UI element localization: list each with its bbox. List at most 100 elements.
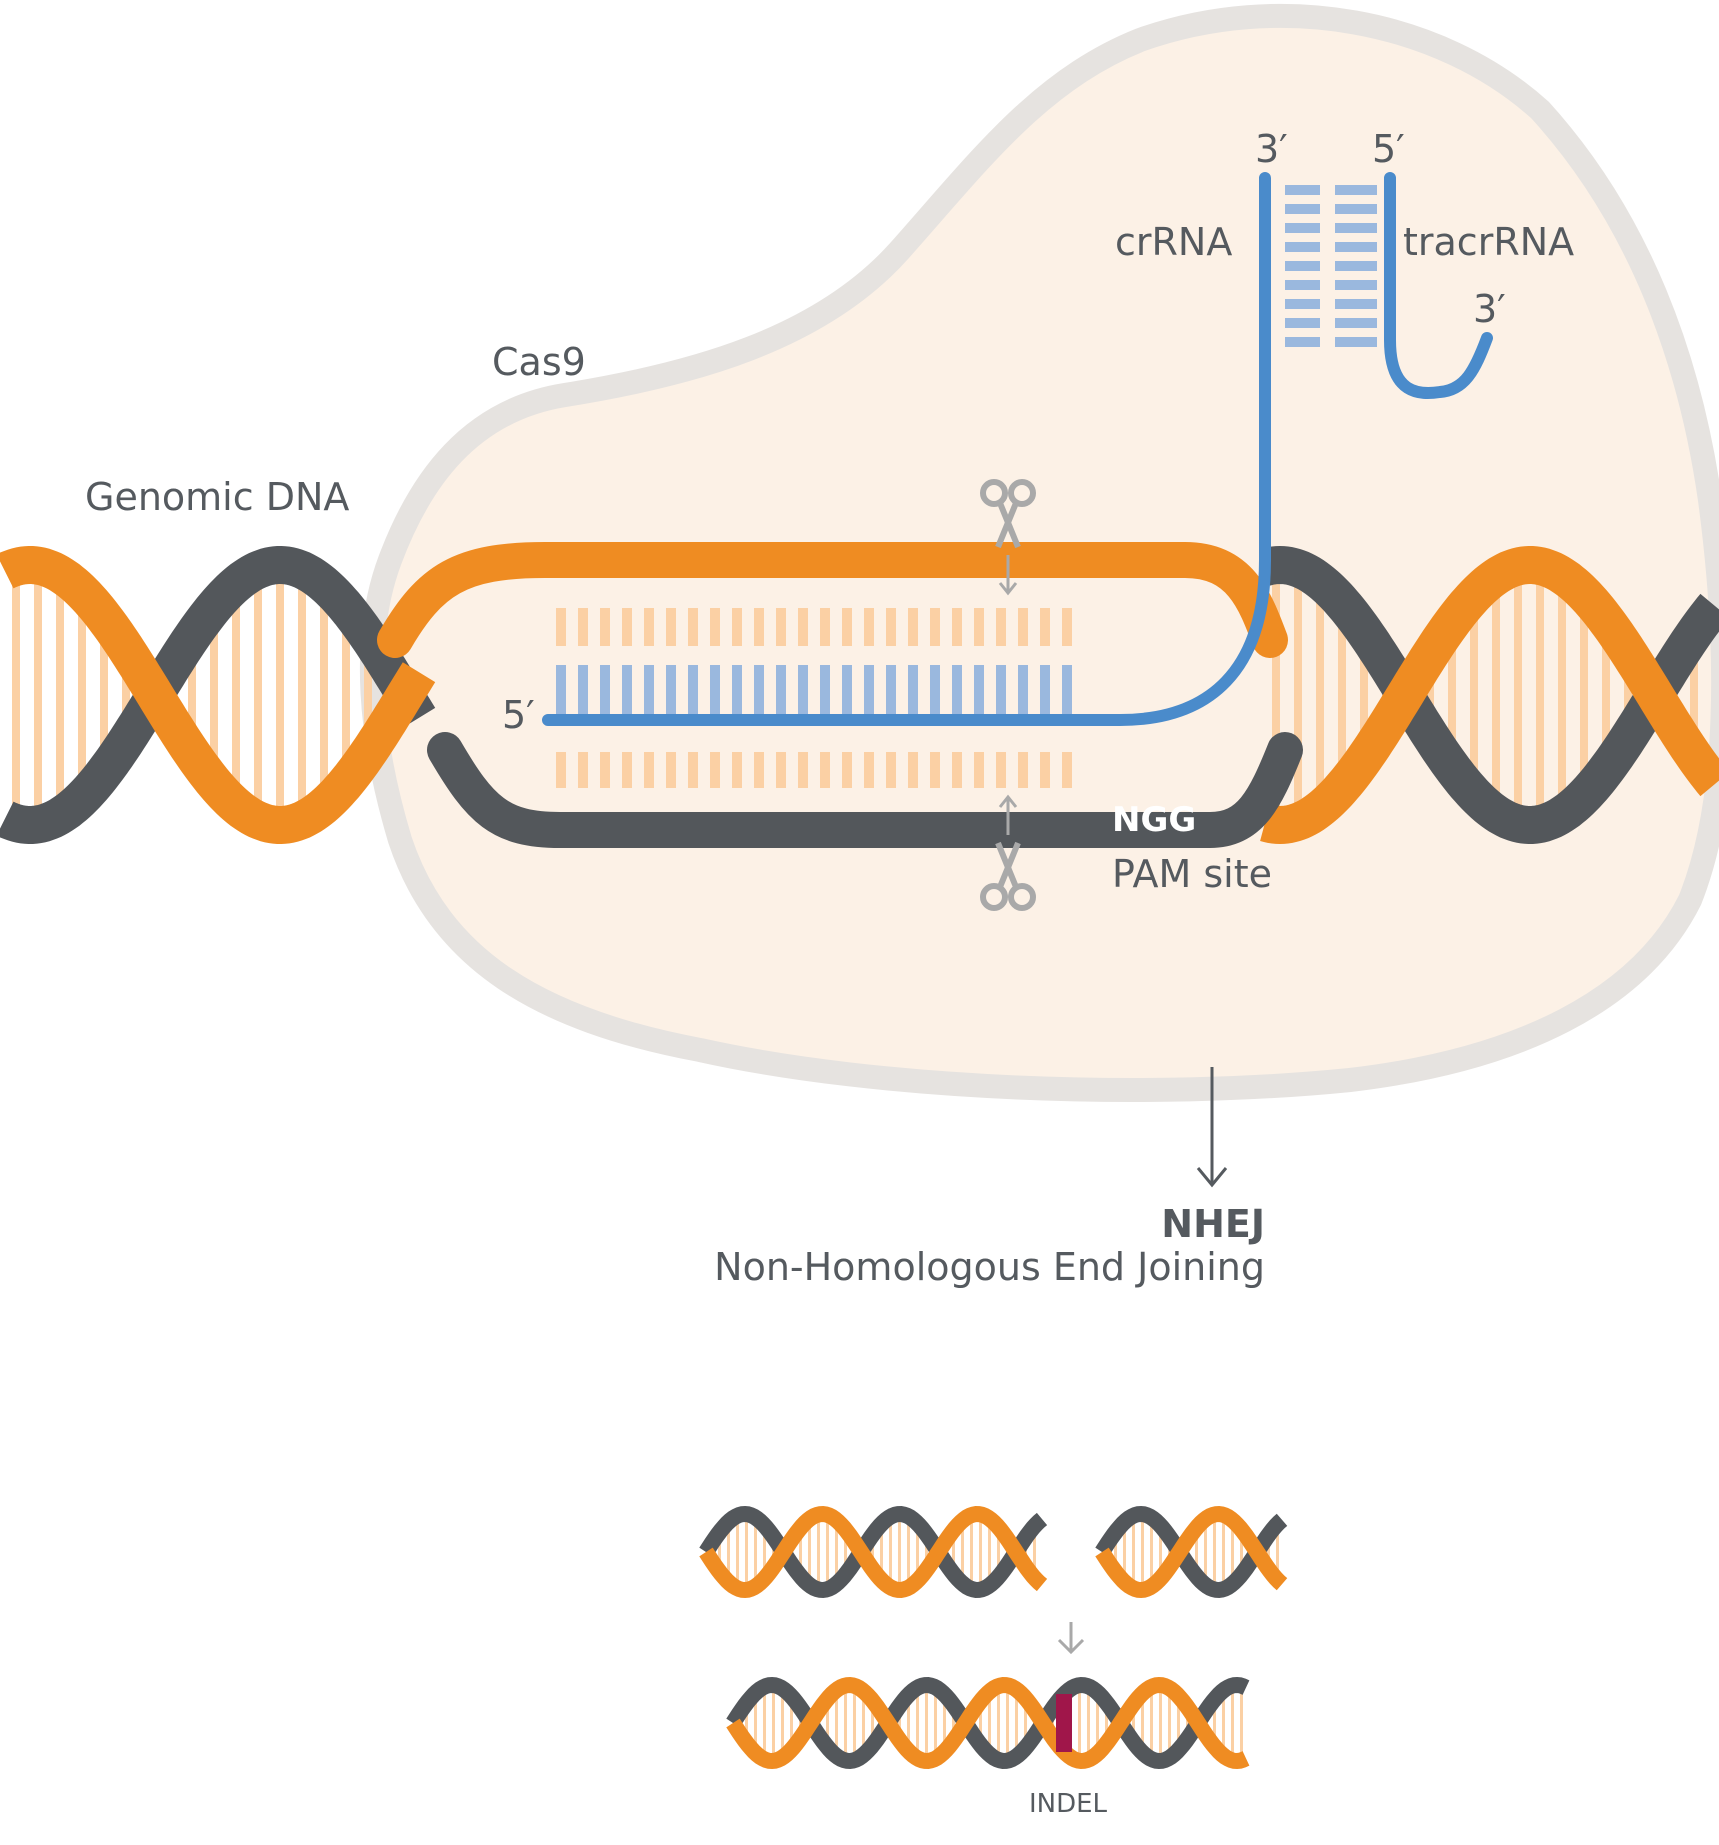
dna-strand-dark (0, 546, 436, 844)
base-top (974, 608, 984, 646)
base-top (556, 608, 566, 646)
target-strand-top (377, 542, 1288, 658)
base-bottom (864, 752, 874, 788)
base-top (930, 608, 940, 646)
base-bottom (710, 752, 720, 788)
genomic-dna-label: Genomic DNA (85, 475, 349, 519)
crrna-base (1285, 223, 1320, 233)
guide-base (732, 665, 742, 717)
base-top (952, 608, 962, 646)
indel-label: INDEL (1029, 1789, 1108, 1819)
guide-base (578, 665, 588, 717)
base-top (710, 608, 720, 646)
base-top (754, 608, 764, 646)
base-top (1018, 608, 1028, 646)
crrna-base (1285, 204, 1320, 214)
tracrrna-strand (1384, 172, 1493, 400)
crrna-base (1285, 280, 1320, 290)
base-top (820, 608, 830, 646)
tracrrna-5prime-label: 5′ (1372, 127, 1405, 171)
base-bottom (622, 752, 632, 788)
broken-dna-left (699, 1505, 1048, 1599)
dna-strand-dark (726, 1676, 1250, 1770)
guide-base (622, 665, 632, 717)
guide-base (710, 665, 720, 717)
dna-strand-dark (1260, 545, 1719, 844)
guide-base (776, 665, 786, 717)
base-top (776, 608, 786, 646)
pam-site-label: PAM site (1112, 852, 1272, 896)
guide-base (666, 665, 676, 717)
guide-base (798, 665, 808, 717)
dna-strand-dark (699, 1505, 1048, 1599)
crrna-base (1285, 261, 1320, 271)
base-bottom (1018, 752, 1028, 788)
guide-base (864, 665, 874, 717)
base-bottom (1062, 752, 1072, 788)
base-top (996, 608, 1006, 646)
base-bottom (820, 752, 830, 788)
base-bottom (776, 752, 786, 788)
base-bottom (952, 752, 962, 788)
base-bottom (644, 752, 654, 788)
crrna-base (1285, 337, 1320, 347)
base-top (908, 608, 918, 646)
cas9-label: Cas9 (492, 340, 586, 384)
crrna-strand (542, 172, 1271, 726)
crrna-label: crRNA (1115, 220, 1232, 264)
base-top (1062, 608, 1072, 646)
nhej-full-label: Non-Homologous End Joining (714, 1245, 1265, 1289)
nhej-abbr-label: NHEJ (1161, 1202, 1265, 1246)
dna-strand-orange (726, 1676, 1250, 1770)
guide-base (1018, 665, 1028, 717)
base-bottom (908, 752, 918, 788)
guide-base (1040, 665, 1050, 717)
base-bottom (1040, 752, 1050, 788)
crrna-base (1285, 185, 1320, 195)
base-bottom (974, 752, 984, 788)
guide-base (974, 665, 984, 717)
guide-base (820, 665, 830, 717)
guide-base (842, 665, 852, 717)
base-top (842, 608, 852, 646)
base-top (688, 608, 698, 646)
crrna-base (1285, 299, 1320, 309)
base-top (1040, 608, 1050, 646)
tracrrna-base (1335, 318, 1377, 328)
base-top (622, 608, 632, 646)
crrna-base (1285, 318, 1320, 328)
base-bottom (886, 752, 896, 788)
guide-base (600, 665, 610, 717)
unwound-base-pairs (556, 608, 1072, 788)
guide-base (556, 665, 566, 717)
broken-dna-right (1095, 1505, 1288, 1599)
dna-strand-orange (0, 546, 436, 844)
tracrrna-base (1335, 185, 1377, 195)
pam-sequence-label: NGG (1112, 800, 1196, 840)
genomic-dna-helix (0, 545, 1719, 845)
dna-strand-dark (1095, 1505, 1288, 1599)
down-arrow-icon (1196, 1067, 1228, 1188)
non-target-strand-bottom (427, 732, 1303, 848)
dna-strand-orange (699, 1505, 1048, 1599)
base-top (798, 608, 808, 646)
tracrrna-base (1335, 299, 1377, 309)
tracrrna-base (1335, 337, 1377, 347)
base-bottom (688, 752, 698, 788)
base-top (864, 608, 874, 646)
base-bottom (556, 752, 566, 788)
guide-base (1062, 665, 1072, 717)
guide-base (886, 665, 896, 717)
guide-base (996, 665, 1006, 717)
base-top (644, 608, 654, 646)
crrna-3prime-label: 3′ (1255, 127, 1288, 171)
tracrrna-base (1335, 242, 1377, 252)
tracrrna-base (1335, 223, 1377, 233)
base-bottom (732, 752, 742, 788)
scissors-icon-bottom (980, 794, 1036, 911)
guide-base (688, 665, 698, 717)
guide-base (644, 665, 654, 717)
dna-strand-orange (1260, 546, 1719, 845)
base-bottom (798, 752, 808, 788)
base-bottom (578, 752, 588, 788)
